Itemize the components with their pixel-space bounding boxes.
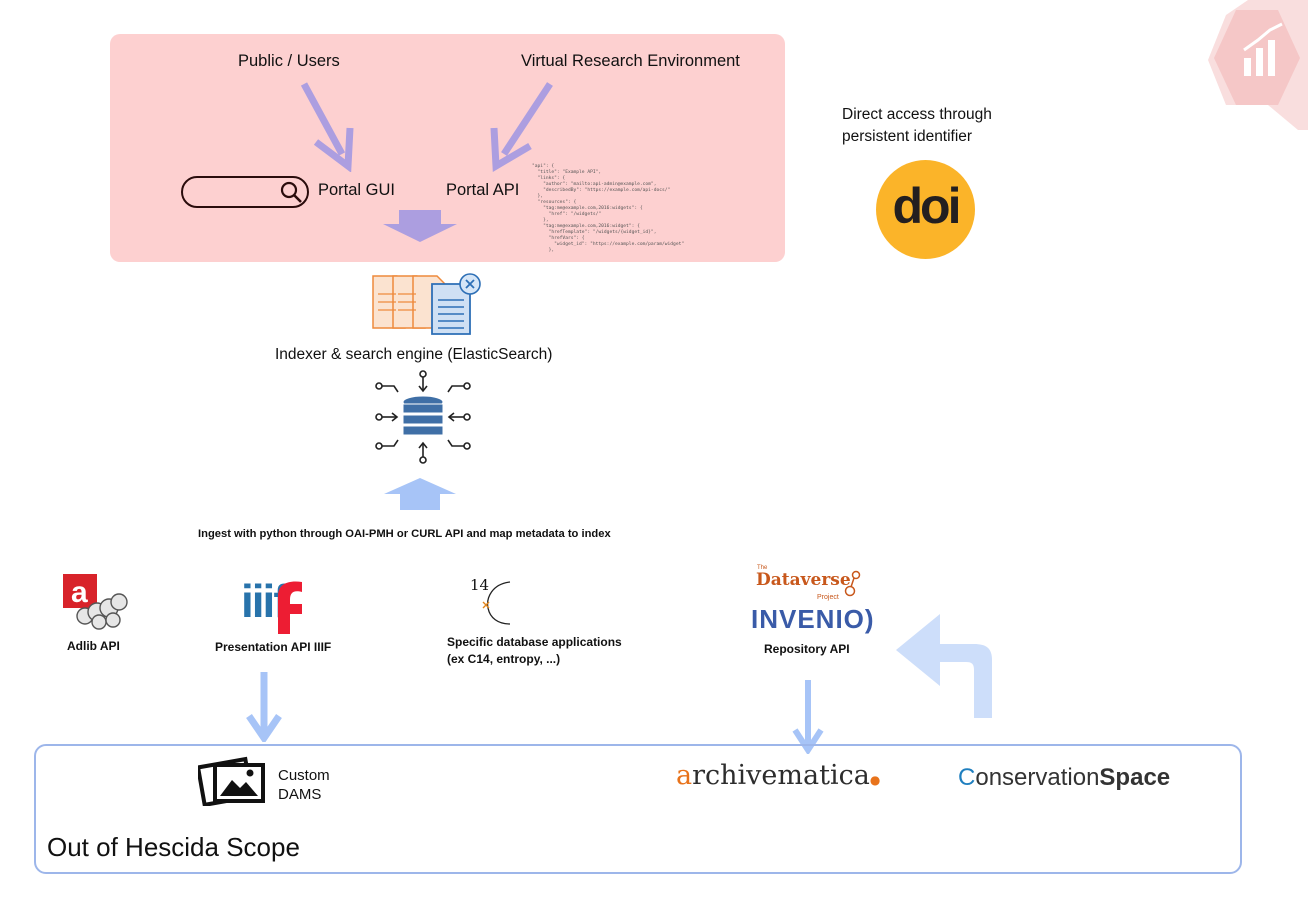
conservationspace-rest: onservation — [975, 764, 1100, 791]
iiif-label: Presentation API IIIF — [215, 640, 332, 654]
dataverse-project: Project — [817, 594, 839, 601]
dataverse-logo[interactable]: Dataverse — [756, 570, 851, 590]
c14-logo: 14 — [470, 576, 490, 594]
adlib-label: Adlib API — [67, 639, 120, 653]
svg-text:a: a — [71, 576, 88, 609]
out-of-scope-box — [34, 744, 1242, 874]
doi-logo-text: doi — [892, 178, 962, 234]
search-input[interactable] — [181, 176, 309, 208]
specific-db-label: Specific database applications (ex C14, … — [447, 635, 622, 666]
iiif-to-dams-arrow — [246, 672, 282, 742]
api-json-snippet: "api": { "title": "Example API", "links"… — [532, 164, 685, 253]
repository-to-archivematica-arrow — [792, 680, 824, 754]
archivematica-rest: rchivematica — [692, 760, 870, 791]
repository-api-label: Repository API — [764, 642, 850, 656]
invenio-logo[interactable]: INVENIO) — [751, 604, 875, 634]
custom-dams-label: Custom DAMS — [278, 767, 330, 803]
ingest-label: Ingest with python through OAI-PMH or CU… — [198, 528, 611, 540]
doi-logo[interactable]: doi — [876, 160, 975, 259]
documents-icon — [372, 273, 481, 335]
scope-title: Out of Hescida Scope — [47, 832, 300, 862]
image-gallery-icon — [198, 756, 265, 806]
dataverse-small: The — [757, 565, 768, 571]
conservationspace-space: Space — [1099, 764, 1171, 791]
public-users-label: Public / Users — [238, 52, 340, 70]
return-to-repository-arrow — [896, 614, 992, 718]
archivematica-a: a — [676, 760, 693, 791]
indexer-label: Indexer & search engine (ElasticSearch) — [275, 346, 553, 363]
dataverse-nodes-icon — [844, 570, 861, 597]
vre-to-api-arrow — [490, 82, 553, 172]
archivematica-logo[interactable]: archivematica● — [676, 760, 881, 791]
iiif-logo-red-f — [278, 581, 302, 634]
ingest-to-indexer-arrow — [384, 478, 456, 510]
portal-gui-label: Portal GUI — [318, 181, 396, 199]
vre-label: Virtual Research Environment — [521, 52, 740, 70]
doi-caption: Direct access through persistent identif… — [842, 106, 992, 145]
conservationspace-logo[interactable]: ConservationSpace — [958, 764, 1170, 792]
portal-api-label: Portal API — [446, 181, 520, 199]
conservationspace-c: C — [958, 764, 976, 791]
users-to-gui-arrow — [300, 82, 354, 172]
corner-chart-icon — [1208, 0, 1308, 130]
c14-logo-curve — [482, 581, 511, 625]
adlib-logo[interactable]: a — [63, 574, 129, 630]
database-network-icon — [375, 370, 471, 464]
search-icon — [280, 181, 302, 203]
portal-to-indexer-arrow — [383, 210, 457, 242]
